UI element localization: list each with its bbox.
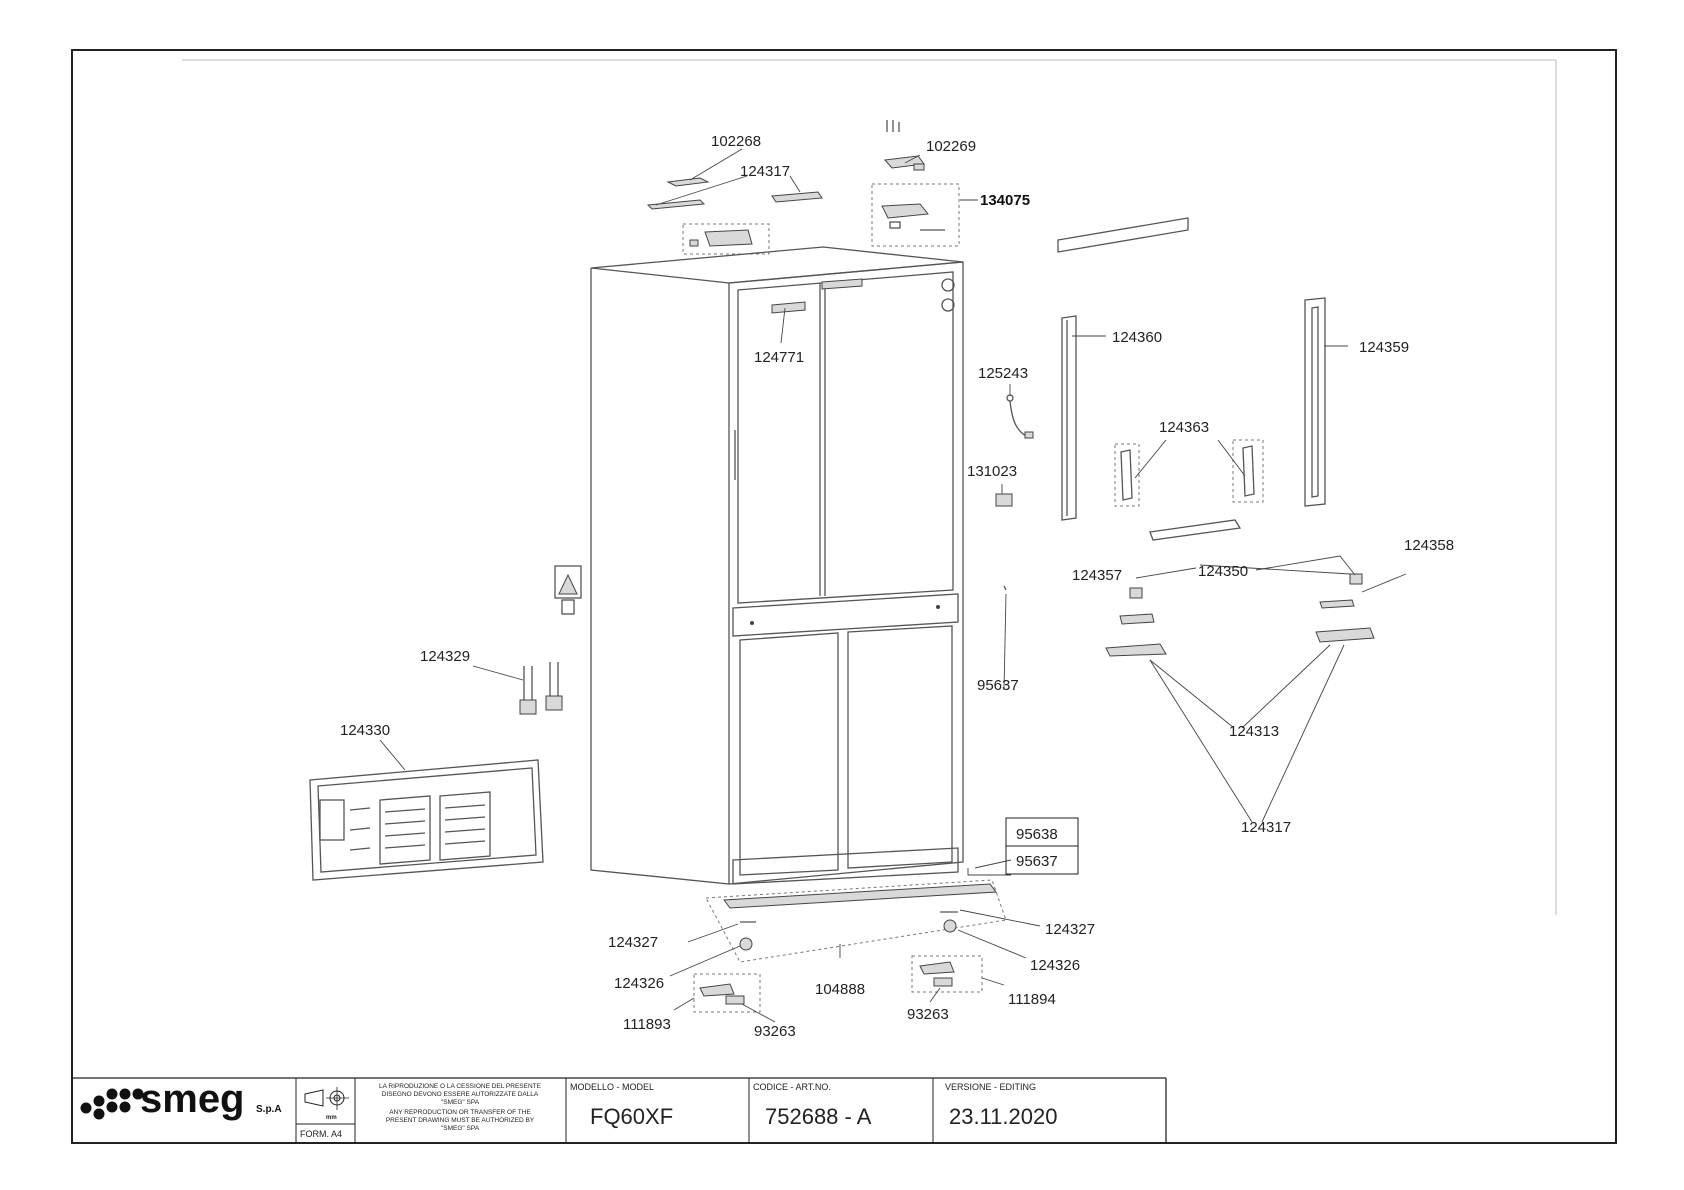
part-label-124358: 124358 [1404,537,1454,554]
part-label-124327-right: 124327 [1045,921,1095,938]
part-label-124357: 124357 [1072,567,1122,584]
top-hinge-group-right [871,120,960,247]
back-cover-panel [309,759,544,881]
part-label-95637-mid: 95637 [977,677,1019,694]
notice-en-line-1: ANY REPRODUCTION OR TRANSFER OF THE [389,1109,531,1116]
part-label-124317-right: 124317 [1241,819,1291,836]
smeg-logo: smeg S.p.A [80,1077,282,1121]
model-label: MODELLO - MODEL [570,1082,654,1092]
code-value: 752688 - A [765,1104,872,1129]
notice-it-line-3: "SMEG" SPA [441,1099,480,1106]
part-label-93263-left: 93263 [754,1023,796,1040]
part-label-124363: 124363 [1159,419,1209,436]
door-side-profile [1061,315,1077,521]
part-label-93263-right: 93263 [907,1006,949,1023]
part-label-95638: 95638 [1016,826,1058,843]
version-value: 23.11.2020 [949,1104,1057,1129]
top-trim-strip [1057,217,1189,253]
projection-symbol-icon: mm [304,1087,349,1121]
part-label-125243: 125243 [978,365,1028,382]
part-label-104888: 104888 [815,981,865,998]
front-wheels [693,955,983,1013]
part-label-131023: 131023 [967,463,1017,480]
top-hinge-group-left [646,177,823,255]
brand-suffix: S.p.A [256,1104,282,1115]
version-label: VERSIONE - EDITING [945,1082,1036,1092]
part-label-124359: 124359 [1359,339,1409,356]
door-bottom-rail [1149,519,1242,541]
control-connector [995,493,1013,507]
part-label-102268: 102268 [711,133,761,150]
format-label: FORM. A4 [300,1129,342,1139]
bottom-hinge-group [1105,573,1375,657]
part-label-134075: 134075 [980,192,1030,209]
notice-it-line-2: DISEGNO DEVONO ESSERE AUTORIZZATE DALLA [382,1091,539,1098]
svg-text:mm: mm [326,1115,337,1121]
adjustable-feet [739,911,958,951]
part-label-124771: 124771 [754,349,804,366]
part-label-124313: 124313 [1229,723,1279,740]
drawing-area-border [182,59,1557,915]
part-label-124350: 124350 [1198,563,1248,580]
part-number-labels: 102268 102269 124317 134075 124771 12436… [340,133,1454,1040]
part-label-102269: 102269 [926,138,976,155]
part-label-124329: 124329 [420,648,470,665]
code-label: CODICE - ART.NO. [753,1082,831,1092]
notice-en-line-3: "SMEG" SPA [441,1125,480,1132]
part-label-111893: 111893 [623,1016,671,1033]
brand-wordmark: smeg [140,1077,245,1121]
part-label-124330: 124330 [340,722,390,739]
part-label-124317-top: 124317 [740,163,790,180]
water-valves [519,662,563,715]
part-label-124327-left: 124327 [608,934,658,951]
drawing-frame [71,49,1617,1144]
model-value: FQ60XF [590,1104,673,1129]
side-warning-label [554,565,582,615]
notice-it-line-1: LA RIPRODUZIONE O LA CESSIONE DEL PRESEN… [379,1083,542,1090]
refrigerator-cabinet [590,246,964,885]
part-label-95637-box: 95637 [1016,853,1058,870]
bottom-tray [705,879,1007,963]
handle-inserts [1114,439,1264,507]
part-label-111894: 111894 [1008,991,1056,1008]
part-label-124360: 124360 [1112,329,1162,346]
sensor-cable [1006,394,1034,439]
part-label-124326-right: 124326 [1030,957,1080,974]
title-block: smeg S.p.A mm FORM. A4 LA RIPRODUZIONE O… [72,1077,1167,1143]
small-pin [1003,585,1007,591]
door-handle-profile [1304,297,1326,507]
part-label-124326-left: 124326 [614,975,664,992]
leader-lines [379,148,1407,1023]
notice-en-line-2: PRESENT DRAWING MUST BE AUTHORIZED BY [386,1117,535,1124]
